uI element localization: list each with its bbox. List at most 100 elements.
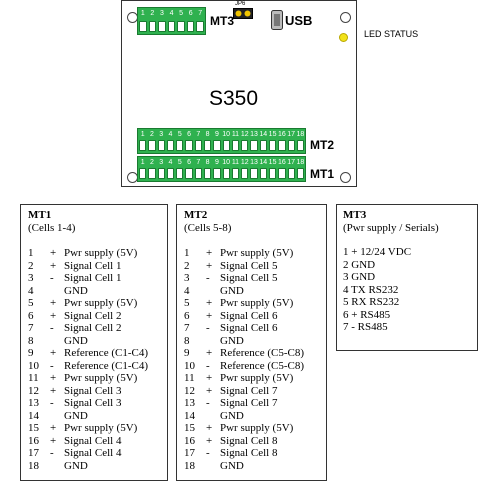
pin-row: 15 + Pwr supply (5V) xyxy=(28,422,148,435)
mt2-pinout-box: MT2 (Cells 5-8) 1+Pwr supply (5V)2+Signa… xyxy=(176,204,327,481)
pin-number: 14 xyxy=(259,159,268,166)
pin-description: Signal Cell 6 xyxy=(220,309,278,322)
pin-number: 10 xyxy=(222,131,231,138)
mt3-line: 2 GND xyxy=(343,258,376,271)
pin-description: Pwr supply (5V) xyxy=(64,422,138,434)
pin-sign: + xyxy=(50,384,57,397)
screw-slot xyxy=(176,168,184,179)
pin-number: 11 xyxy=(231,131,240,138)
pin-number: 2 xyxy=(149,131,154,138)
pin-sign xyxy=(50,285,64,298)
pin-number: 5 xyxy=(177,159,182,166)
pin-number: 15 xyxy=(28,422,39,434)
pin-description: Signal Cell 7 xyxy=(220,397,278,409)
pin-number: 1 xyxy=(140,10,145,17)
screw-slot xyxy=(185,168,193,179)
pin-number: 16 xyxy=(184,434,195,447)
pin-row: 18 GND xyxy=(28,460,148,473)
pin-sign: + xyxy=(50,422,57,434)
pin-number: 10 xyxy=(28,359,39,372)
pin-number: 9 xyxy=(184,347,190,359)
screw-slot xyxy=(185,140,193,151)
screw-slot xyxy=(157,140,165,151)
pin-number: 3 xyxy=(28,272,34,284)
pin-number: 12 xyxy=(184,384,195,397)
pin-number: 8 xyxy=(28,334,34,347)
pin-sign: - xyxy=(206,359,210,372)
pin-number: 6 xyxy=(188,10,193,17)
pin-number: 5 xyxy=(28,297,34,309)
pin-number: 16 xyxy=(277,131,286,138)
pin-sign: + xyxy=(206,422,213,434)
pin-number: 13 xyxy=(250,131,258,138)
pin-description: GND xyxy=(220,459,244,472)
pin-description: Pwr supply (5V) xyxy=(220,247,294,259)
screw-slot xyxy=(167,21,176,32)
mt3-box-title: MT3 xyxy=(343,209,367,221)
pin-sign: - xyxy=(206,397,210,409)
pin-sign: - xyxy=(206,447,210,459)
pin-row: 10-Reference (C1-C4) xyxy=(28,360,148,373)
pin-number: 2 xyxy=(150,10,155,17)
pin-row: 3-Signal Cell 5 xyxy=(184,272,304,285)
pin-description: Reference (C5-C8) xyxy=(220,347,304,359)
pin-number: 4 xyxy=(28,284,34,297)
pin-description: Pwr supply (5V) xyxy=(220,372,294,384)
screw-slot xyxy=(148,140,156,151)
screw-slot xyxy=(231,140,240,151)
screw-slot xyxy=(139,140,147,151)
pin-number: 7 xyxy=(184,322,190,334)
pin-number: 2 xyxy=(184,259,190,272)
pin-number: 18 xyxy=(28,459,39,472)
pin-row: 17-Signal Cell 8 xyxy=(184,447,304,460)
screw-slot xyxy=(250,168,258,179)
pin-sign xyxy=(50,410,64,423)
screw-slot xyxy=(278,140,286,151)
pin-number: 1 xyxy=(28,247,34,259)
pin-sign: + xyxy=(50,309,57,322)
screw-slot xyxy=(176,140,184,151)
pin-number: 3 xyxy=(159,159,164,166)
model-name: S350 xyxy=(209,87,259,110)
pin-description: Signal Cell 6 xyxy=(220,322,278,334)
pin-sign: - xyxy=(206,322,210,334)
pin-description: Signal Cell 4 xyxy=(64,434,122,447)
pin-sign: - xyxy=(50,272,54,284)
pin-number: 4 xyxy=(168,131,173,138)
mt3-line: 6 + RS485 xyxy=(343,308,391,321)
pin-sign: + xyxy=(50,347,57,359)
pin-sign: + xyxy=(206,434,213,447)
pin-row: 17-Signal Cell 4 xyxy=(28,447,148,460)
pin-number: 12 xyxy=(240,159,249,166)
mt3-line: 4 TX RS232 xyxy=(343,283,399,296)
pin-row: 5+Pwr supply (5V) xyxy=(184,297,304,310)
mt1-screws xyxy=(138,168,305,179)
pin-number: 7 xyxy=(196,131,201,138)
pin-number: 2 xyxy=(149,159,154,166)
pin-row: 1+Pwr supply (5V) xyxy=(184,247,304,260)
pin-sign xyxy=(206,410,220,423)
pin-row: 3-Signal Cell 1 xyxy=(28,272,148,285)
pin-number: 18 xyxy=(296,131,305,138)
pin-number: 1 xyxy=(184,247,190,259)
screw-slot xyxy=(259,168,267,179)
screw-slot xyxy=(268,140,277,151)
pin-number: 17 xyxy=(287,159,296,166)
pin-number: 12 xyxy=(240,131,249,138)
pin-description: GND xyxy=(64,459,88,472)
pin-description: GND xyxy=(220,409,244,422)
pin-description: Pwr supply (5V) xyxy=(64,372,138,384)
pin-number: 16 xyxy=(277,159,286,166)
pin-number: 9 xyxy=(28,347,34,359)
pin-description: Signal Cell 5 xyxy=(220,259,278,272)
pin-number: 18 xyxy=(184,459,195,472)
pin-description: Signal Cell 5 xyxy=(220,272,278,284)
pin-number: 5 xyxy=(179,10,184,17)
